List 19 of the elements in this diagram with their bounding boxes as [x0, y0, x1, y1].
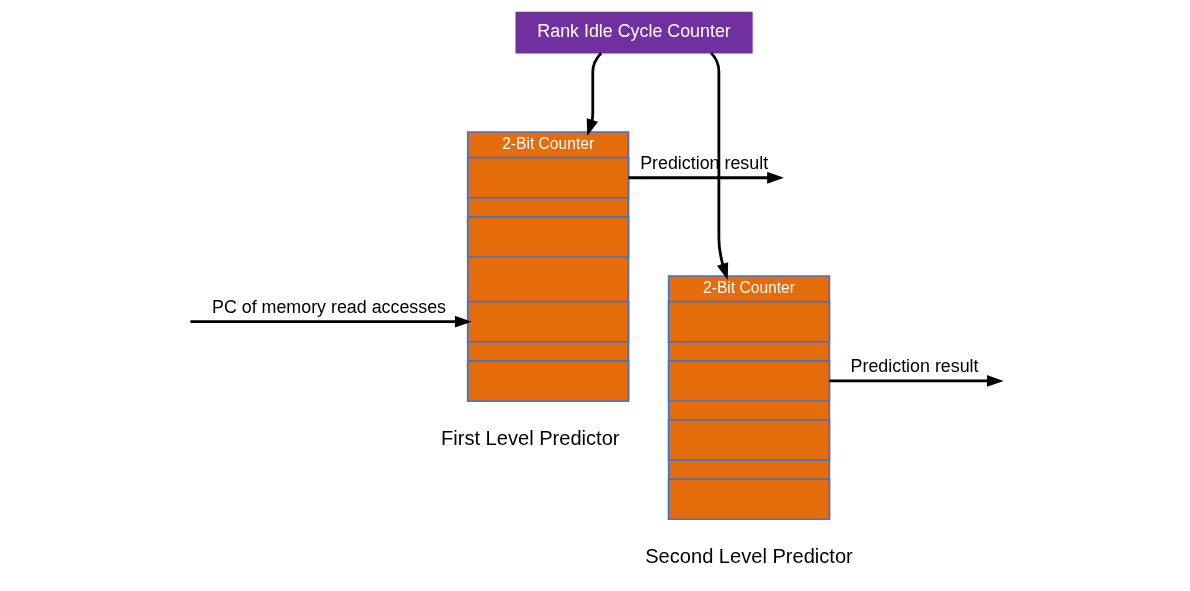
node-box: [667, 359, 831, 402]
node-label: First Level Predictor: [441, 426, 620, 449]
node-box: [466, 156, 630, 199]
node-box: [466, 359, 630, 402]
edge-label: PC of memory read accesses: [211, 296, 447, 317]
arrow: [710, 51, 729, 280]
arrow: [628, 171, 784, 184]
arrow: [586, 52, 603, 137]
node-box: [667, 300, 831, 343]
node-label: Second Level Predictor: [645, 545, 853, 568]
node-box: [667, 419, 831, 461]
arrow: [829, 375, 1004, 387]
edge-label: Prediction result: [850, 355, 979, 376]
node-box: [667, 478, 831, 521]
arrow: [190, 315, 472, 328]
node-box: [466, 216, 630, 258]
node-box: [466, 300, 630, 343]
node-box: Rank Idle Cycle Counter: [515, 11, 753, 54]
edge-label: Prediction result: [640, 152, 769, 173]
